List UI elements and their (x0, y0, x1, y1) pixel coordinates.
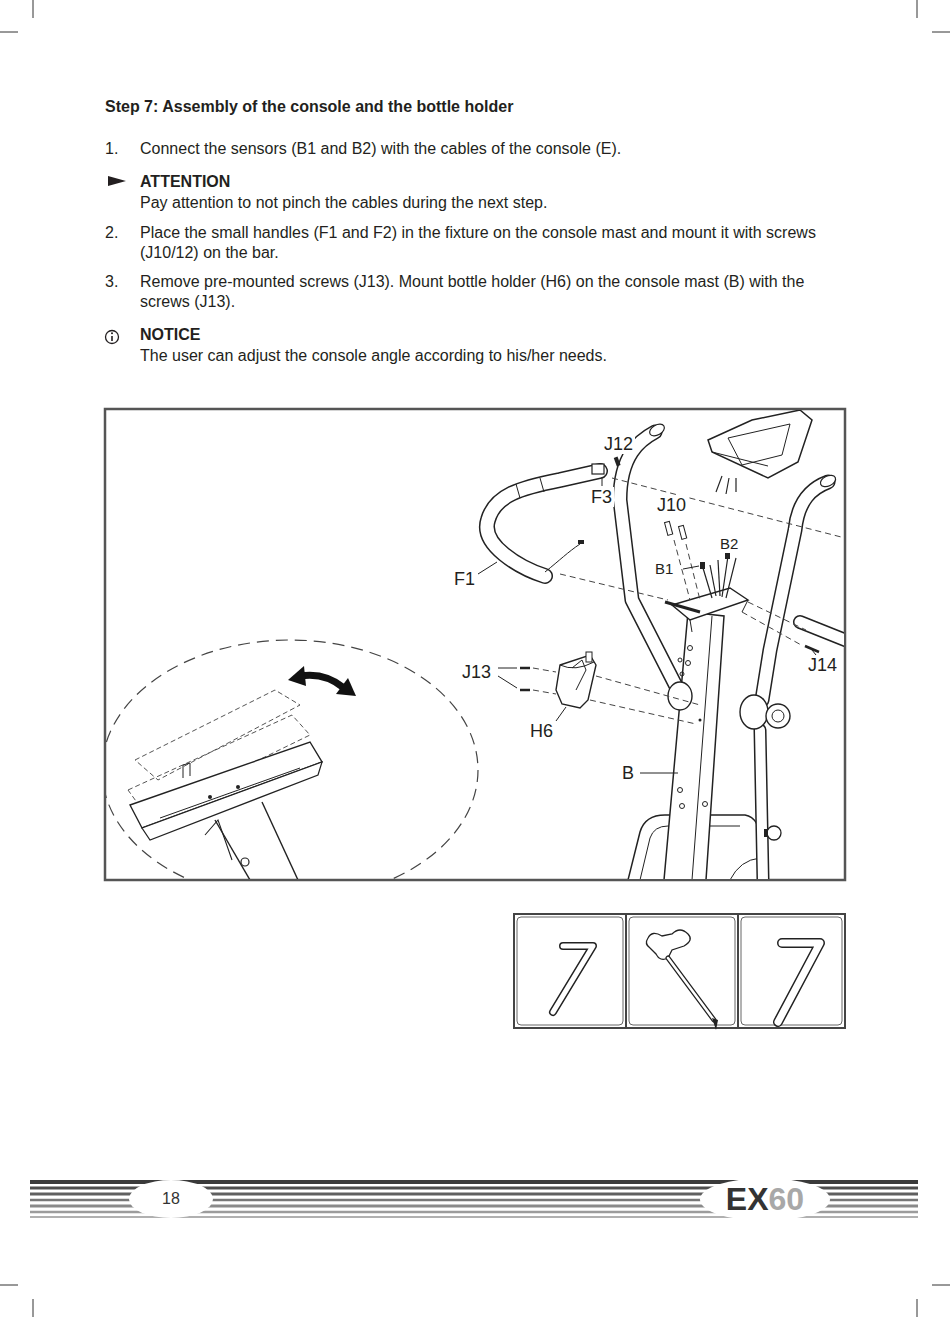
notice-icon (106, 331, 119, 344)
part-label: B1 (653, 560, 675, 578)
part-label: F1 (452, 569, 477, 589)
right-arm (740, 473, 837, 879)
step-heading: Step 7: Assembly of the console and the … (105, 97, 513, 117)
mast-plate (665, 552, 748, 632)
tools-box (514, 914, 845, 1030)
part-label: B2 (718, 535, 740, 553)
step-number: 1. (105, 139, 118, 159)
assembly-lines (533, 478, 844, 724)
part-label: J14 (806, 655, 839, 675)
attention-text: Pay attention to not pinch the cables du… (140, 193, 846, 213)
left-arm (620, 422, 692, 710)
small-handle (487, 464, 844, 640)
console (708, 410, 812, 494)
badge-text: EX (726, 1181, 769, 1218)
assembly-drawing (106, 410, 844, 879)
part-label: J12 (602, 434, 635, 454)
bottle-holder (556, 652, 596, 708)
leader-lines (478, 477, 816, 773)
notice-heading: NOTICE (140, 325, 200, 345)
badge-text: 60 (769, 1181, 805, 1218)
figure-frame (105, 409, 845, 880)
instruction-text: Remove pre-mounted screws (J13). Mount b… (140, 272, 846, 312)
part-label: F3 (589, 487, 614, 507)
instruction-text: Place the small handles (F1 and F2) in t… (140, 223, 846, 263)
screws (520, 457, 822, 690)
model-logo-badge: EX60 (700, 1178, 830, 1221)
part-label: J10 (655, 495, 688, 515)
step-number: 3. (105, 272, 118, 292)
part-label: B (620, 763, 636, 783)
console-mast (664, 612, 724, 879)
page-number-badge: 18 (129, 1180, 213, 1218)
attention-icon (108, 176, 126, 186)
part-label: J13 (460, 662, 493, 682)
badge-text: 18 (162, 1190, 180, 1208)
notice-text: The user can adjust the console angle ac… (140, 346, 846, 366)
instruction-text: Connect the sensors (B1 and B2) with the… (140, 139, 846, 159)
step-number: 2. (105, 223, 118, 243)
attention-heading: ATTENTION (140, 172, 230, 192)
console-angle-inset (106, 640, 478, 879)
part-label: H6 (528, 721, 555, 741)
